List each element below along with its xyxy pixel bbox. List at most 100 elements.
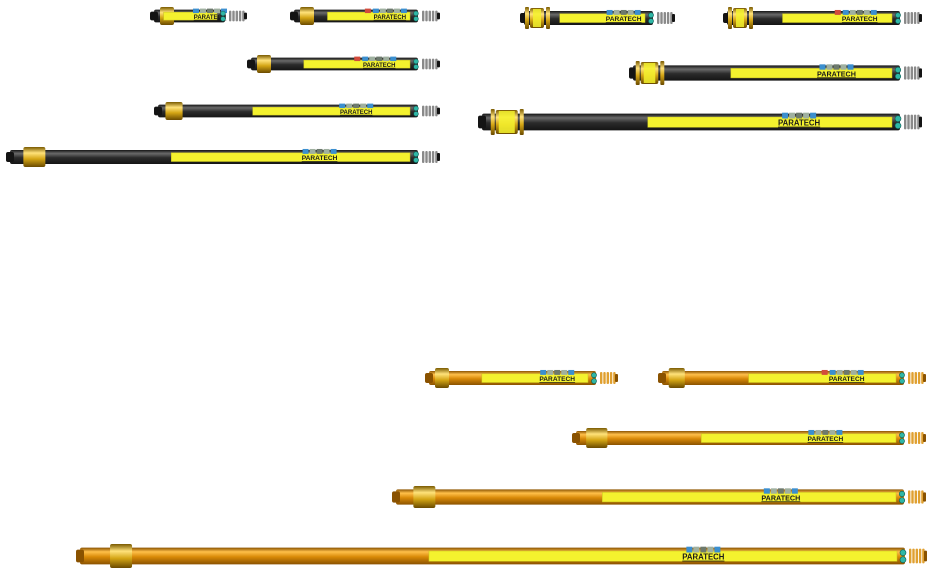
collar-band (643, 63, 656, 83)
spec-sticker (393, 8, 400, 14)
end-button (898, 497, 906, 504)
collar (586, 428, 608, 448)
thread-ring (663, 11, 666, 25)
end-button (899, 378, 905, 384)
spec-sticker (627, 9, 634, 15)
warning-label (647, 116, 893, 128)
right-end-cap (919, 68, 922, 78)
collar (668, 368, 685, 388)
thread-ring (910, 66, 913, 80)
thread-ring (911, 371, 914, 385)
thread-ring (422, 105, 425, 117)
brand-label: PARATECH (374, 15, 406, 21)
collar (23, 147, 46, 167)
warning-sticker (354, 56, 361, 62)
warning-label (428, 550, 898, 562)
spec-sticker (782, 112, 789, 119)
warning-label (701, 433, 897, 443)
brand-label: PARATECH (340, 110, 372, 116)
left-end-cap (154, 106, 162, 116)
thread-ring (431, 58, 435, 70)
spec-sticker (836, 369, 843, 375)
thread-ring (908, 371, 911, 385)
warning-label (602, 492, 897, 503)
spec-sticker (803, 112, 810, 119)
left-end-cap (658, 372, 666, 384)
spec-sticker (819, 64, 826, 70)
end-button (413, 111, 419, 117)
spec-sticker (770, 488, 777, 494)
spec-sticker (323, 148, 330, 154)
right-end-cap (244, 12, 247, 20)
brand-label: PARATECH (302, 155, 338, 162)
thread-ring (907, 114, 910, 130)
end-button (413, 105, 419, 112)
spec-sticker (316, 148, 323, 154)
end-button (899, 556, 907, 563)
thread-ring (428, 58, 431, 70)
thread-ring (913, 114, 917, 130)
spec-sticker (686, 546, 693, 553)
dark-strut-3: PARATECH (247, 54, 440, 74)
thread-ring (910, 114, 913, 130)
thread-ring (435, 10, 438, 22)
spec-sticker (870, 9, 877, 15)
spec-sticker (856, 9, 863, 15)
thread-ring (910, 11, 913, 25)
warning-label (559, 13, 646, 23)
spec-sticker (220, 8, 227, 14)
spec-sticker (634, 9, 641, 15)
warning-label (481, 373, 589, 383)
end-button (648, 12, 654, 19)
right-end-cap (437, 152, 440, 162)
spec-sticker (613, 9, 620, 15)
warning-sticker (821, 369, 828, 375)
end-button (899, 432, 905, 439)
thread-ring (914, 490, 917, 504)
spec-sticker (372, 8, 379, 14)
collar-ring (546, 7, 550, 29)
thread-ring (613, 371, 616, 385)
collar-band (498, 111, 515, 133)
thread-ring (428, 10, 431, 22)
spec-sticker (199, 8, 206, 14)
gold-strut-2: PARATECH (658, 367, 926, 389)
brand-label: PARATECH (194, 15, 226, 21)
thread-ring (904, 66, 907, 80)
warning-sticker (834, 9, 841, 15)
thread-ring (918, 548, 922, 564)
brand-label: PARATECH (606, 16, 642, 23)
thread-ring (657, 11, 660, 25)
spec-sticker (353, 103, 360, 109)
spec-sticker (796, 112, 803, 119)
thread-ring (609, 371, 613, 385)
spec-sticker (815, 429, 822, 435)
end-button (894, 66, 902, 73)
spec-sticker (192, 8, 199, 14)
thread-ring (917, 490, 921, 504)
spec-sticker (620, 9, 627, 15)
thread-ring (428, 150, 431, 164)
collar-ring (660, 61, 665, 85)
dark-strut-4: PARATECH (154, 101, 440, 121)
right-end-cap (615, 373, 618, 383)
spec-sticker (561, 369, 568, 375)
thread-ring (242, 10, 245, 22)
spec-sticker (707, 546, 714, 553)
spec-sticker (791, 488, 798, 494)
thread-ring (911, 431, 914, 445)
thread-ring (914, 371, 917, 385)
end-button (591, 372, 597, 379)
dark-strut-7: PARATECH (723, 7, 922, 29)
end-button (591, 378, 597, 384)
thread-ring (907, 66, 910, 80)
warning-label (163, 11, 218, 21)
warning-label (252, 106, 411, 116)
spec-sticker (810, 112, 817, 119)
thread-ring (425, 105, 428, 117)
dark-strut-9: PARATECH (478, 109, 922, 135)
end-button (894, 115, 902, 122)
spec-sticker (540, 369, 547, 375)
end-button (413, 58, 419, 65)
